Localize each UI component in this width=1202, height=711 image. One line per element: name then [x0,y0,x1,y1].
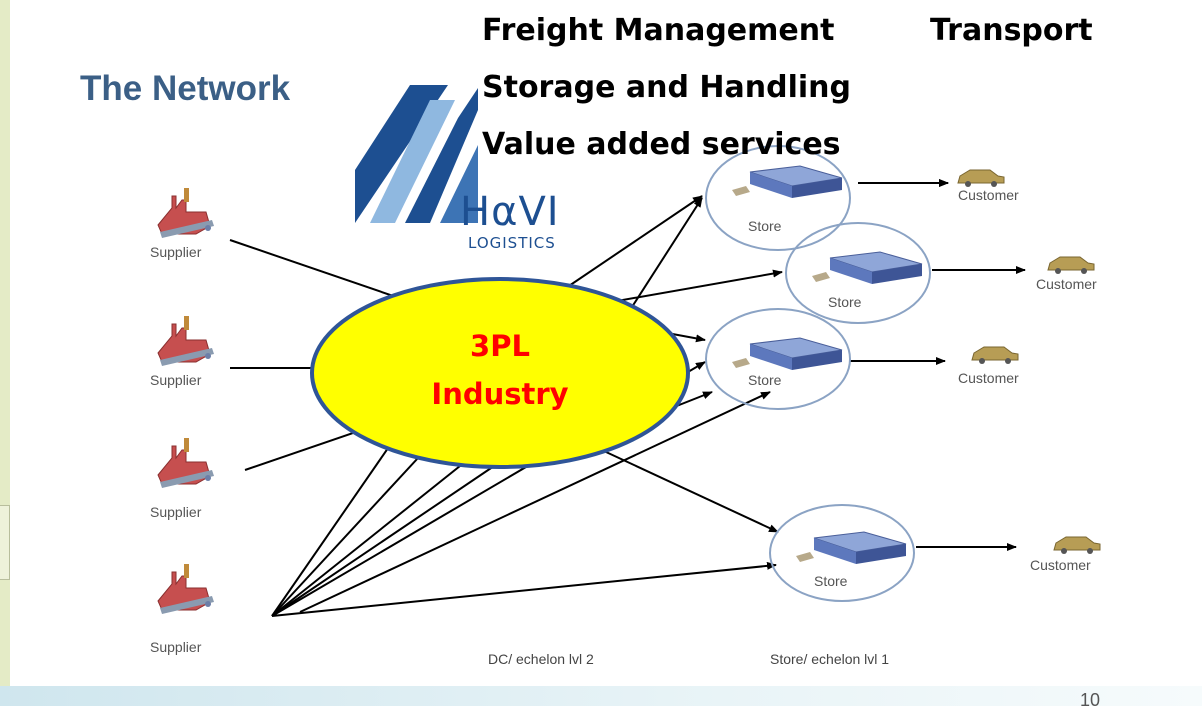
customer-label: Customer [958,187,1019,203]
connection-lines [229,179,1026,617]
store-label: Store [748,218,782,234]
store-label: Store [828,294,862,310]
flow-arrow [629,197,703,311]
hub-label-3pl: 3PL [470,329,530,363]
supplier-label: Supplier [150,504,202,520]
network-diagram: The Network Supplier Supplier Supplier [80,13,1101,667]
flow-line [271,457,471,617]
logo-mark [355,85,478,223]
factory-icon [157,438,214,488]
store-circle [705,145,851,251]
car-icon [971,346,1019,364]
store-node: Store [769,504,915,602]
hub-ellipse [310,277,690,469]
3pl-hub: 3PL Industry [310,277,690,469]
store-label: Store [814,573,848,589]
service-transport: Transport [930,13,1093,48]
store-circle [769,504,915,602]
supplier-label: Supplier [150,244,202,260]
havi-logo: HαVI LOGISTICS [355,85,560,252]
car-icon [957,169,1005,187]
service-freight-management: Freight Management [482,13,834,48]
car-icon [1047,256,1095,274]
bottom-band [0,686,1202,706]
warehouse-icon [796,531,907,564]
customer-node: Customer [958,346,1019,386]
echelon-label-store: Store/ echelon lvl 1 [770,651,889,667]
customer-label: Customer [1030,557,1091,573]
service-storage-handling: Storage and Handling [482,70,851,105]
store-node: Store [785,222,931,324]
store-node: Store [705,308,851,410]
supplier-node: Supplier [150,438,214,520]
store-circle [705,308,851,410]
customer-node: Customer [957,169,1019,203]
warehouse-icon [812,251,923,284]
diagram-title: The Network [80,69,291,108]
supplier-label: Supplier [150,639,202,655]
flow-arrow [271,561,777,617]
flow-line [271,461,501,617]
warehouse-icon [732,165,843,198]
flow-arrow [299,391,771,613]
store-label: Store [748,372,782,388]
store-node: Store [705,145,851,251]
factory-icon [157,188,214,238]
factory-icon [157,316,214,366]
flow-arrow [559,195,703,293]
supplier-node: Supplier [150,188,214,260]
left-rail [0,0,10,706]
supplier-node: Supplier [150,316,214,388]
slide-side-tab [0,505,10,580]
car-icon [1053,536,1101,554]
flow-arrow [599,269,783,305]
logo-wordmark: HαVI [460,189,560,235]
flow-line [271,437,396,617]
page-number: 10 [1080,690,1101,710]
customer-label: Customer [1036,276,1097,292]
factory-icon [157,564,214,614]
flow-line [271,444,431,617]
logo-tagline: LOGISTICS [468,234,556,252]
supplier-node: Supplier [150,564,214,655]
customer-node: Customer [1030,536,1101,573]
hub-label-industry: Industry [431,377,568,411]
echelon-label-dc: DC/ echelon lvl 2 [488,651,594,667]
warehouse-icon [732,337,843,370]
store-circle [785,222,931,324]
customer-node: Customer [1036,256,1097,292]
customer-label: Customer [958,370,1019,386]
service-value-added: Value added services [482,127,841,162]
supplier-label: Supplier [150,372,202,388]
